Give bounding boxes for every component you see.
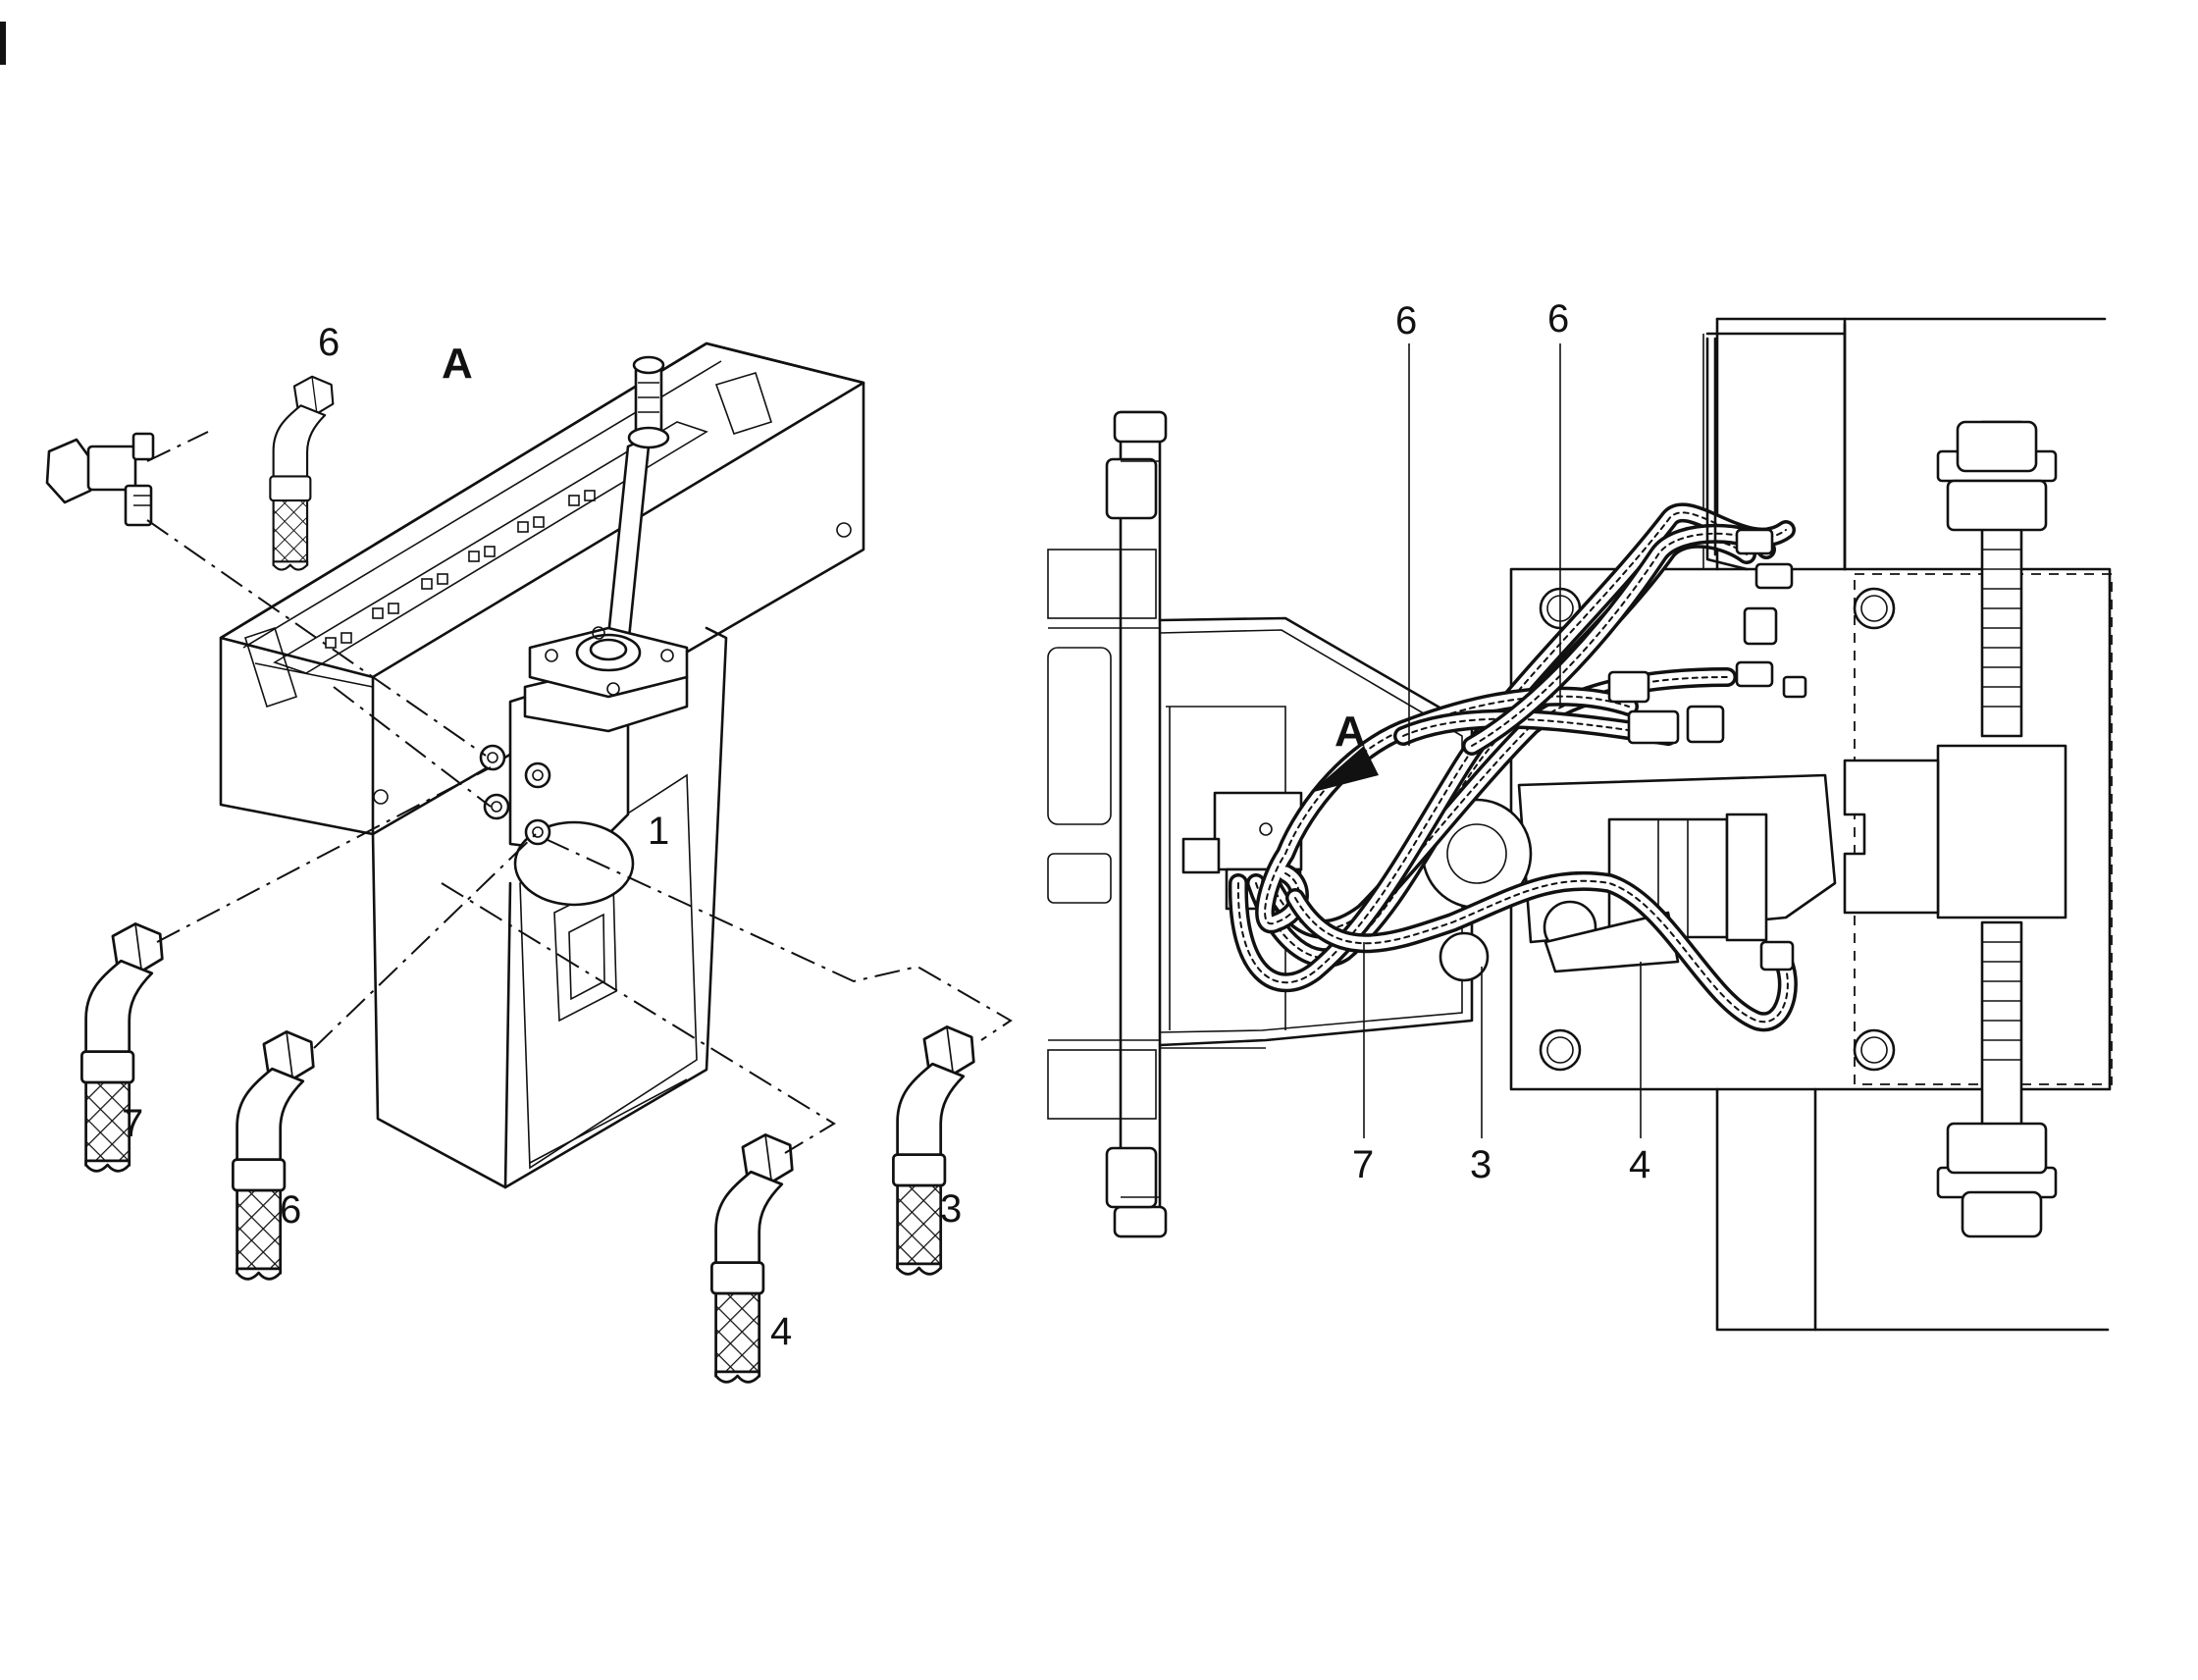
callout-7-left: 7 — [122, 1102, 143, 1145]
callout-leaders — [1363, 343, 1642, 1138]
hose-end-6-mid — [232, 1030, 315, 1281]
callout-4-right: 4 — [1629, 1143, 1650, 1186]
left-frame — [1047, 410, 1168, 1238]
machine-body — [1509, 317, 2113, 1332]
callout-6-a: 6 — [1395, 299, 1417, 342]
steering-cylinder — [1421, 773, 1837, 982]
hose-end-6-top — [269, 375, 335, 571]
callout-1: 1 — [648, 810, 669, 853]
callout-6-b: 6 — [1547, 297, 1569, 341]
steering-valve — [479, 626, 689, 907]
tee-adapter — [45, 432, 155, 527]
pedestal — [371, 626, 728, 1189]
panel-indicators — [325, 490, 596, 649]
callout-4-left: 4 — [770, 1310, 792, 1353]
callout-7-right: 7 — [1352, 1143, 1374, 1186]
hoses — [1228, 502, 1798, 1032]
callout-6-mid: 6 — [280, 1188, 301, 1232]
detail-view-a: A 6 1 7 6 4 3 — [45, 321, 1013, 1384]
detail-view-label: A — [442, 340, 473, 388]
leader-lines — [146, 431, 1013, 1154]
main-view: A 6 6 7 3 4 — [1047, 297, 2113, 1332]
callout-3-right: 3 — [1470, 1143, 1492, 1186]
hose-end-3 — [892, 1025, 975, 1276]
view-arrow-label: A — [1334, 708, 1366, 756]
corner-mark — [0, 22, 6, 65]
view-arrow — [1310, 746, 1379, 793]
callout-6-top: 6 — [318, 321, 340, 364]
hose-fittings — [1607, 337, 1807, 971]
callout-3-left: 3 — [940, 1187, 962, 1231]
